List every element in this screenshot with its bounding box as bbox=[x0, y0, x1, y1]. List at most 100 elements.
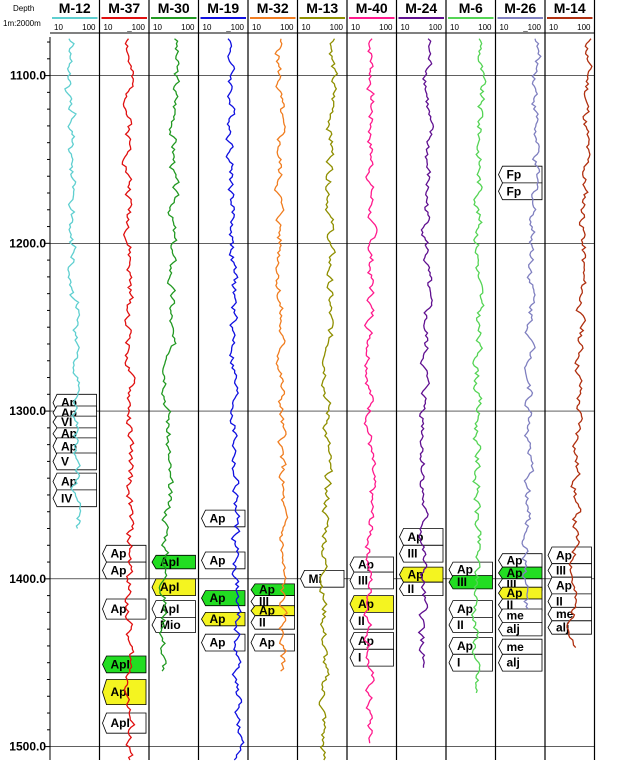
track-scale-max: _100 bbox=[126, 23, 145, 32]
zone-label: Ap bbox=[556, 548, 572, 562]
well-name: M-14 bbox=[554, 0, 586, 16]
zone-label: Ap bbox=[61, 427, 77, 441]
track-scale-min: 10 bbox=[351, 23, 360, 32]
zone-label: ApI bbox=[111, 657, 130, 671]
log-curve bbox=[64, 38, 82, 529]
track-scale-max: 100 bbox=[379, 23, 393, 32]
zone-label: Ap bbox=[358, 558, 374, 572]
zone-marker bbox=[52, 489, 97, 508]
depth-tick-label: 1200.0 bbox=[9, 236, 46, 250]
zone-label: alj bbox=[507, 622, 520, 636]
zone-label: III bbox=[358, 574, 368, 588]
zone-marker bbox=[102, 712, 147, 734]
zone-label: Ap bbox=[507, 586, 523, 600]
zone-label: alj bbox=[556, 620, 569, 634]
zone-marker bbox=[102, 655, 147, 674]
log-curve bbox=[225, 38, 245, 761]
track-scale-min: 10 bbox=[153, 23, 162, 32]
zone-label: III bbox=[259, 594, 269, 608]
zone-label: II bbox=[457, 618, 464, 632]
zone-marker bbox=[498, 653, 543, 672]
zone-label: Ap bbox=[111, 547, 127, 561]
log-curve bbox=[158, 38, 181, 672]
zone-label: me bbox=[507, 640, 525, 654]
zone-label: ApI bbox=[111, 716, 130, 730]
zone-label: II bbox=[556, 594, 563, 608]
zone-label: Ap bbox=[259, 604, 275, 618]
zone-label: alj bbox=[507, 656, 520, 670]
zone-label: III bbox=[408, 547, 418, 561]
zone-marker bbox=[201, 612, 246, 627]
zone-label: Ap bbox=[457, 602, 473, 616]
zone-marker bbox=[102, 561, 147, 580]
depth-title: Depth bbox=[13, 4, 34, 13]
track-scale-min: 10 bbox=[104, 23, 113, 32]
zone-marker bbox=[201, 590, 246, 607]
depth-tick-label: 1100.0 bbox=[10, 69, 46, 83]
zone-label: Ap bbox=[507, 553, 523, 567]
zone-label: Ap bbox=[556, 579, 572, 593]
zone-label: II bbox=[408, 582, 415, 596]
zone-label: Ap bbox=[210, 511, 226, 525]
zone-label: ApI bbox=[160, 580, 179, 594]
zone-marker bbox=[151, 617, 196, 633]
log-curve bbox=[318, 38, 339, 761]
zone-marker bbox=[448, 653, 493, 672]
well-name: M-26 bbox=[504, 0, 536, 16]
zone-label: Ap bbox=[210, 591, 226, 605]
zone-markers: ApApVIApApVApIVApApApApIApIApIApIApIApIM… bbox=[52, 165, 592, 734]
zone-label: Ap bbox=[210, 636, 226, 650]
track-scale-min: 10 bbox=[252, 23, 261, 32]
track-scale-max: 100 bbox=[280, 23, 294, 32]
track-scale-min: 10 bbox=[500, 23, 509, 32]
zone-marker bbox=[448, 575, 493, 590]
zone-label: Ap bbox=[358, 597, 374, 611]
zone-label: IV bbox=[61, 491, 72, 505]
zone-marker bbox=[498, 182, 543, 201]
track-scale-min: 10 bbox=[54, 23, 63, 32]
well-name: M-30 bbox=[158, 0, 190, 16]
log-curve bbox=[566, 38, 593, 649]
zone-marker bbox=[250, 615, 295, 630]
zone-marker bbox=[448, 617, 493, 633]
well-name: M-13 bbox=[306, 0, 338, 16]
log-curve bbox=[273, 38, 289, 672]
zone-label: Ap bbox=[457, 563, 473, 577]
zone-marker bbox=[498, 622, 543, 637]
zone-marker bbox=[547, 620, 592, 635]
track-scale-max: 100 bbox=[577, 23, 591, 32]
zone-label: ApI bbox=[111, 685, 130, 699]
depth-tick-label: 1300.0 bbox=[9, 404, 46, 418]
zone-label: I bbox=[358, 651, 361, 665]
track-scale-max: 100 bbox=[429, 23, 443, 32]
zone-marker bbox=[201, 509, 246, 528]
zone-label: Ap bbox=[61, 439, 77, 453]
zone-label: me bbox=[556, 607, 574, 621]
zone-label: me bbox=[507, 609, 525, 623]
zone-label: II bbox=[358, 614, 365, 628]
track-grid bbox=[50, 0, 596, 760]
well-name: M-12 bbox=[59, 0, 91, 16]
chart-header: Depth 1m:2000m bbox=[3, 4, 41, 28]
log-curve bbox=[121, 38, 136, 761]
track-scale-max: 100 bbox=[82, 23, 96, 32]
track-scale-max: _100 bbox=[522, 23, 541, 32]
zone-label: Ap bbox=[408, 568, 424, 582]
zone-label: Ap bbox=[408, 530, 424, 544]
well-name: M-19 bbox=[207, 0, 239, 16]
zone-label: Ap bbox=[111, 563, 127, 577]
log-curve bbox=[521, 38, 542, 610]
zone-label: V bbox=[61, 454, 69, 468]
zone-marker bbox=[349, 648, 394, 667]
track-scale-min: 10 bbox=[549, 23, 558, 32]
zone-marker bbox=[349, 612, 394, 630]
zone-label: Ap bbox=[259, 583, 275, 597]
zone-label: Mi bbox=[309, 572, 322, 586]
zone-label: Ap bbox=[61, 475, 77, 489]
zone-label: Fp bbox=[507, 184, 522, 198]
track-scale-max: 100 bbox=[181, 23, 195, 32]
zone-label: Ap bbox=[210, 553, 226, 567]
